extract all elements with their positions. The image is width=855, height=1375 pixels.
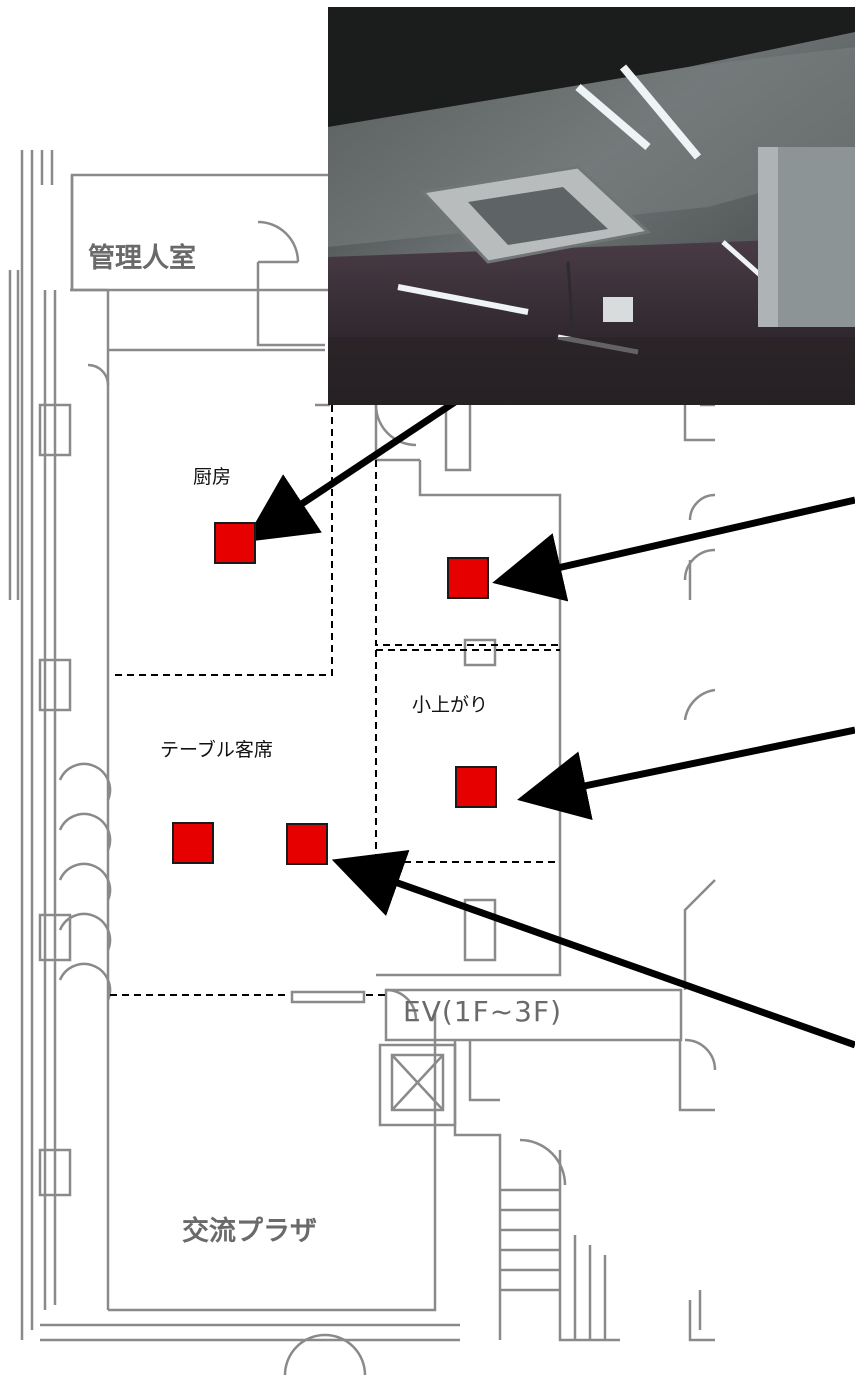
ceiling-photo bbox=[328, 7, 855, 405]
marker-kitchen-unit bbox=[214, 522, 256, 564]
arrow-kitchen bbox=[244, 397, 460, 543]
arrow-table-seats bbox=[331, 850, 855, 1049]
arrow-koagari bbox=[517, 726, 855, 821]
marker-table-seat-unit-right bbox=[286, 823, 328, 865]
label-ev: EV(1F~3F) bbox=[403, 995, 562, 1028]
label-chubo: 厨房 bbox=[193, 466, 232, 488]
label-koagari: 小上がり bbox=[412, 694, 489, 716]
marker-table-seat-unit-left bbox=[172, 822, 214, 864]
arrow-upper-room bbox=[492, 496, 855, 602]
ceiling-photo-image bbox=[328, 7, 855, 405]
label-kanrinin: 管理人室 bbox=[88, 243, 196, 274]
label-koryu-plaza: 交流プラザ bbox=[182, 1216, 317, 1247]
marker-koagari-unit bbox=[455, 766, 497, 808]
label-table-seats: テーブル客席 bbox=[160, 739, 273, 761]
marker-upper-room-unit bbox=[447, 557, 489, 599]
